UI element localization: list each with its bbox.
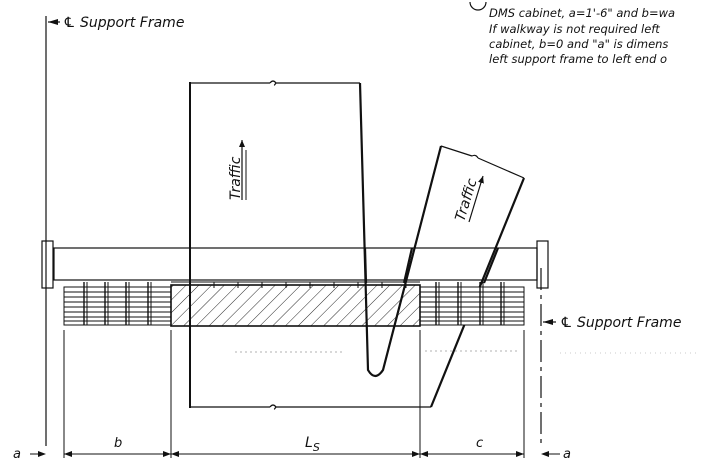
walkway-grating-left xyxy=(63,282,172,326)
note-line-2: If walkway is not required left xyxy=(489,22,660,36)
traffic-lane-straight: Traffic xyxy=(189,80,431,410)
note-line-1: DMS cabinet, a=1'-6" and b=wa xyxy=(489,6,675,20)
traffic-label-2: Traffic xyxy=(453,177,481,224)
traffic-lane-skewed: Traffic xyxy=(358,82,526,408)
dimension-extension-lines xyxy=(63,330,525,458)
left-support-frame-label: ℄ Support Frame xyxy=(63,15,184,31)
right-end-plate xyxy=(536,240,549,289)
dms-sign-cabinet xyxy=(170,281,421,327)
traffic-arrow-2 xyxy=(468,175,484,223)
dimension-a-right: a xyxy=(563,447,571,462)
general-note: DMS cabinet, a=1'-6" and b=wa If walkway… xyxy=(489,6,675,66)
dimension-a-left: a xyxy=(13,447,21,462)
right-leader-arrow-icon xyxy=(543,319,553,325)
dimension-ls: LS xyxy=(305,435,320,454)
truss-beam xyxy=(41,240,549,289)
right-support-frame-label: ℄ Support Frame xyxy=(560,315,681,331)
left-end-plate xyxy=(41,240,54,289)
left-leader-arrow-icon xyxy=(48,19,58,25)
dimension-arrowheads xyxy=(38,451,549,457)
note-line-4: left support frame to left end o xyxy=(489,52,667,66)
dimension-b: b xyxy=(114,436,122,451)
note-line-3: cabinet, b=0 and "a" is dimens xyxy=(489,37,668,51)
walkway-grating-right xyxy=(419,282,525,326)
dimension-c: c xyxy=(476,436,483,451)
note-marker-circle xyxy=(469,1,487,11)
traffic-label-1: Traffic xyxy=(228,156,244,200)
